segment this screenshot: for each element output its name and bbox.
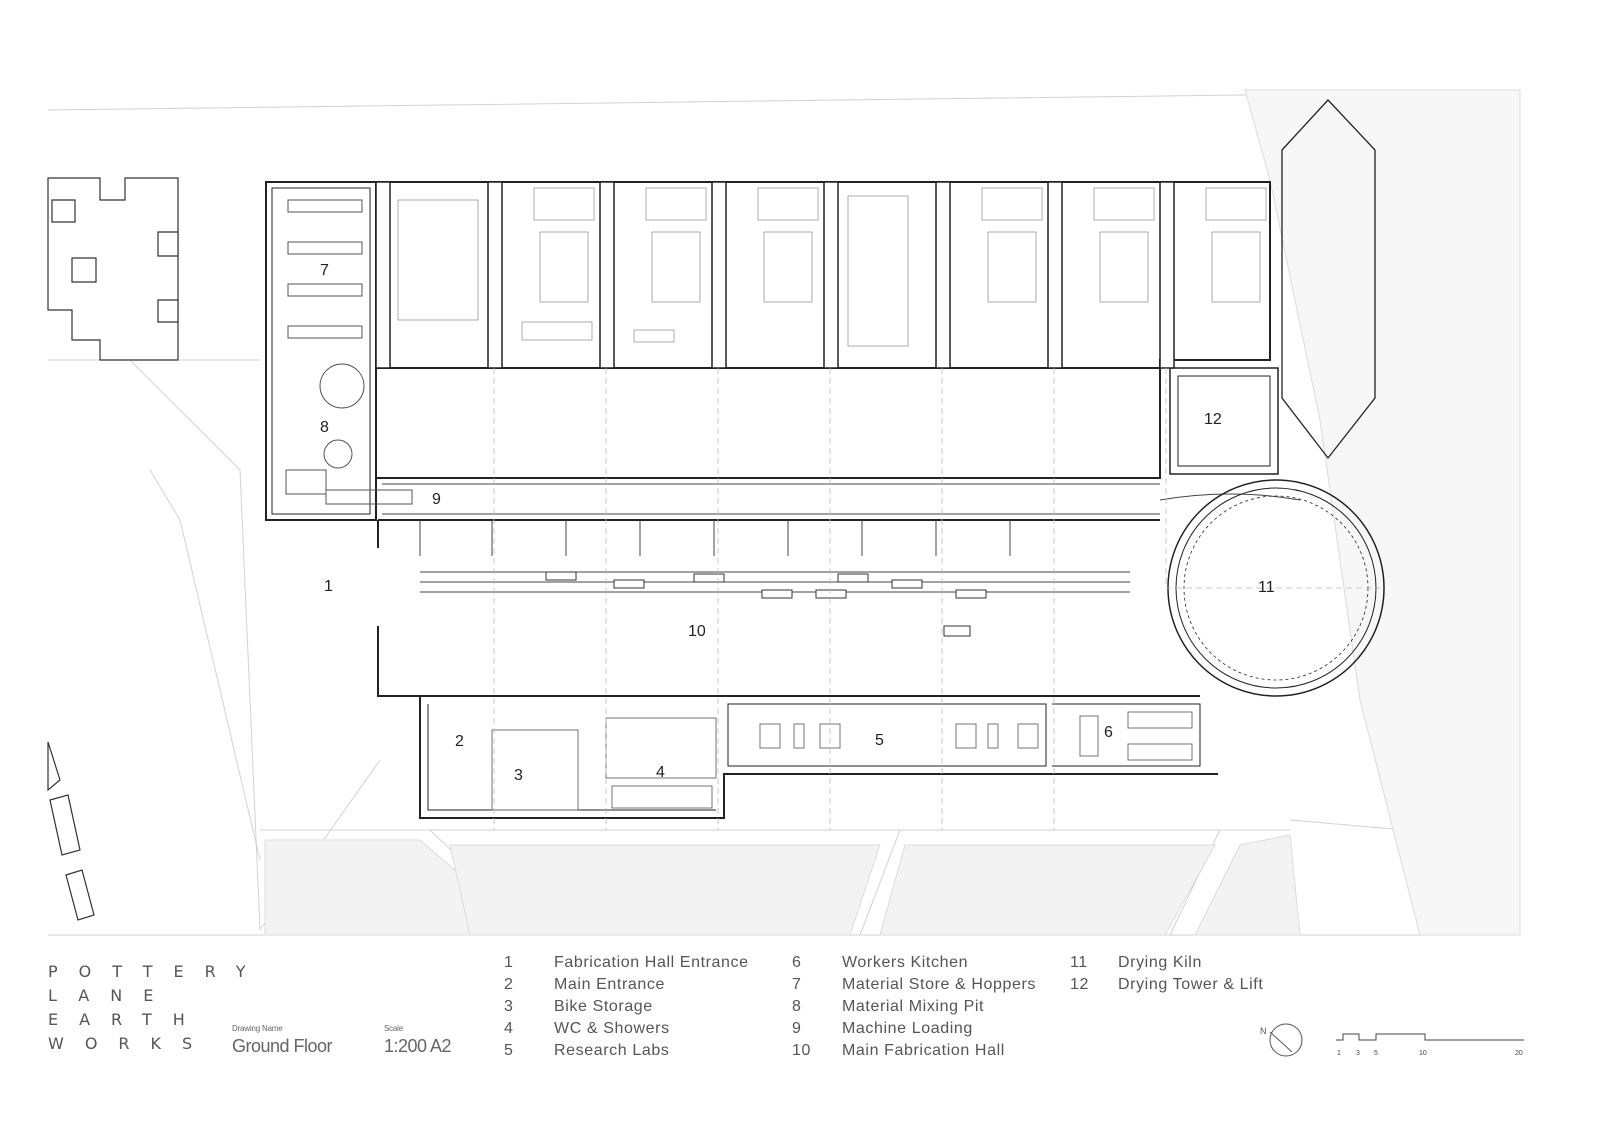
hall-machines bbox=[545, 571, 987, 637]
legend-column-3: 11 Drying Kiln 12 Drying Tower & Lift bbox=[1070, 952, 1263, 996]
room-num-8: 8 bbox=[320, 419, 329, 436]
legend-label: Workers Kitchen bbox=[842, 954, 969, 971]
legend-num: 2 bbox=[504, 976, 514, 993]
scale-tick-5: 5 bbox=[1374, 1050, 1378, 1057]
scale-bar: 1 3 5 10 20 bbox=[1336, 1033, 1524, 1057]
room-num-9: 9 bbox=[432, 491, 441, 508]
legend-label: Bike Storage bbox=[554, 998, 653, 1015]
room-num-10: 10 bbox=[688, 623, 706, 640]
legend-num: 1 bbox=[504, 954, 514, 971]
scale-tick-3: 3 bbox=[1356, 1050, 1360, 1057]
legend-item: 3 Bike Storage bbox=[504, 996, 749, 1018]
legend-item: 5 Research Labs bbox=[504, 1040, 749, 1062]
legend-num: 5 bbox=[504, 1042, 514, 1059]
legend-item: 11 Drying Kiln bbox=[1070, 952, 1263, 974]
scale-tick-1: 1 bbox=[1337, 1050, 1341, 1057]
north-arrow: N bbox=[1260, 1023, 1303, 1057]
room-num-3: 3 bbox=[514, 767, 523, 784]
legend-num: 6 bbox=[792, 954, 802, 971]
legend-item: 1 Fabrication Hall Entrance bbox=[504, 952, 749, 974]
legend-label: Machine Loading bbox=[842, 1020, 973, 1037]
legend-item: 9 Machine Loading bbox=[792, 1018, 1036, 1040]
legend-label: Main Fabrication Hall bbox=[842, 1042, 1005, 1059]
project-line-2: LANE bbox=[48, 986, 175, 1005]
scale-value: 1:200 A2 bbox=[384, 1036, 452, 1056]
legend-num: 3 bbox=[504, 998, 514, 1015]
neighbour-building bbox=[47, 177, 179, 921]
room-num-12: 12 bbox=[1204, 411, 1222, 428]
room-num-6: 6 bbox=[1104, 724, 1113, 741]
legend-num: 11 bbox=[1070, 954, 1088, 971]
legend-item: 8 Material Mixing Pit bbox=[792, 996, 1036, 1018]
structural-piers bbox=[375, 181, 1175, 369]
project-line-1: POTTERY bbox=[48, 962, 267, 981]
legend-num: 9 bbox=[792, 1020, 802, 1037]
legend-label: Main Entrance bbox=[554, 976, 665, 993]
room-num-7: 7 bbox=[320, 262, 329, 279]
legend-label: Material Mixing Pit bbox=[842, 998, 985, 1015]
legend-label: Research Labs bbox=[554, 1042, 670, 1059]
south-block-details bbox=[491, 711, 1193, 811]
legend-item: 7 Material Store & Hoppers bbox=[792, 974, 1036, 996]
legend-num: 7 bbox=[792, 976, 802, 993]
scale-tick-10: 10 bbox=[1419, 1050, 1427, 1057]
legend-item: 12 Drying Tower & Lift bbox=[1070, 974, 1263, 996]
room-num-1: 1 bbox=[324, 578, 333, 595]
legend-num: 4 bbox=[504, 1020, 514, 1037]
lab-furniture bbox=[397, 187, 1267, 347]
room-num-5: 5 bbox=[875, 732, 884, 749]
project-line-3: EARTH bbox=[48, 1010, 206, 1029]
legend-num: 10 bbox=[792, 1042, 811, 1059]
hoppers bbox=[285, 199, 413, 505]
room-num-2: 2 bbox=[455, 733, 464, 750]
room-numbers: 7 8 9 1 10 12 11 2 3 4 5 6 bbox=[320, 262, 1275, 784]
drawing-name: Ground Floor bbox=[232, 1036, 333, 1056]
project-line-4: WORKS bbox=[48, 1034, 214, 1053]
legend-item: 6 Workers Kitchen bbox=[792, 952, 1036, 974]
legend-num: 12 bbox=[1070, 976, 1089, 993]
building-walls bbox=[265, 99, 1376, 819]
legend-label: Material Store & Hoppers bbox=[842, 976, 1037, 993]
scale-tick-20: 20 bbox=[1515, 1050, 1523, 1057]
legend-label: Fabrication Hall Entrance bbox=[554, 954, 749, 971]
north-label: N bbox=[1260, 1026, 1267, 1036]
room-num-11: 11 bbox=[1258, 579, 1275, 596]
legend-label: Drying Tower & Lift bbox=[1118, 976, 1264, 993]
legend-label: Drying Kiln bbox=[1118, 954, 1202, 971]
drawing-name-label: Drawing Name bbox=[232, 1024, 283, 1033]
legend-column-2: 6 Workers Kitchen 7 Material Store & Hoppe… bbox=[792, 952, 1036, 1062]
legend-item: 2 Main Entrance bbox=[504, 974, 749, 996]
grid-lines bbox=[493, 368, 1380, 830]
legend-item: 4 WC & Showers bbox=[504, 1018, 749, 1040]
project-title: POTTERY LANE EARTH WORKS bbox=[48, 960, 266, 1056]
planting-areas bbox=[264, 89, 1521, 936]
legend-num: 8 bbox=[792, 998, 802, 1015]
legend-label: WC & Showers bbox=[554, 1020, 670, 1037]
room-num-4: 4 bbox=[656, 764, 665, 781]
legend-item: 10 Main Fabrication Hall bbox=[792, 1040, 1036, 1062]
scale-label: Scale bbox=[384, 1024, 404, 1033]
legend-column-1: 1 Fabrication Hall Entrance 2 Main Entranc… bbox=[504, 952, 749, 1062]
